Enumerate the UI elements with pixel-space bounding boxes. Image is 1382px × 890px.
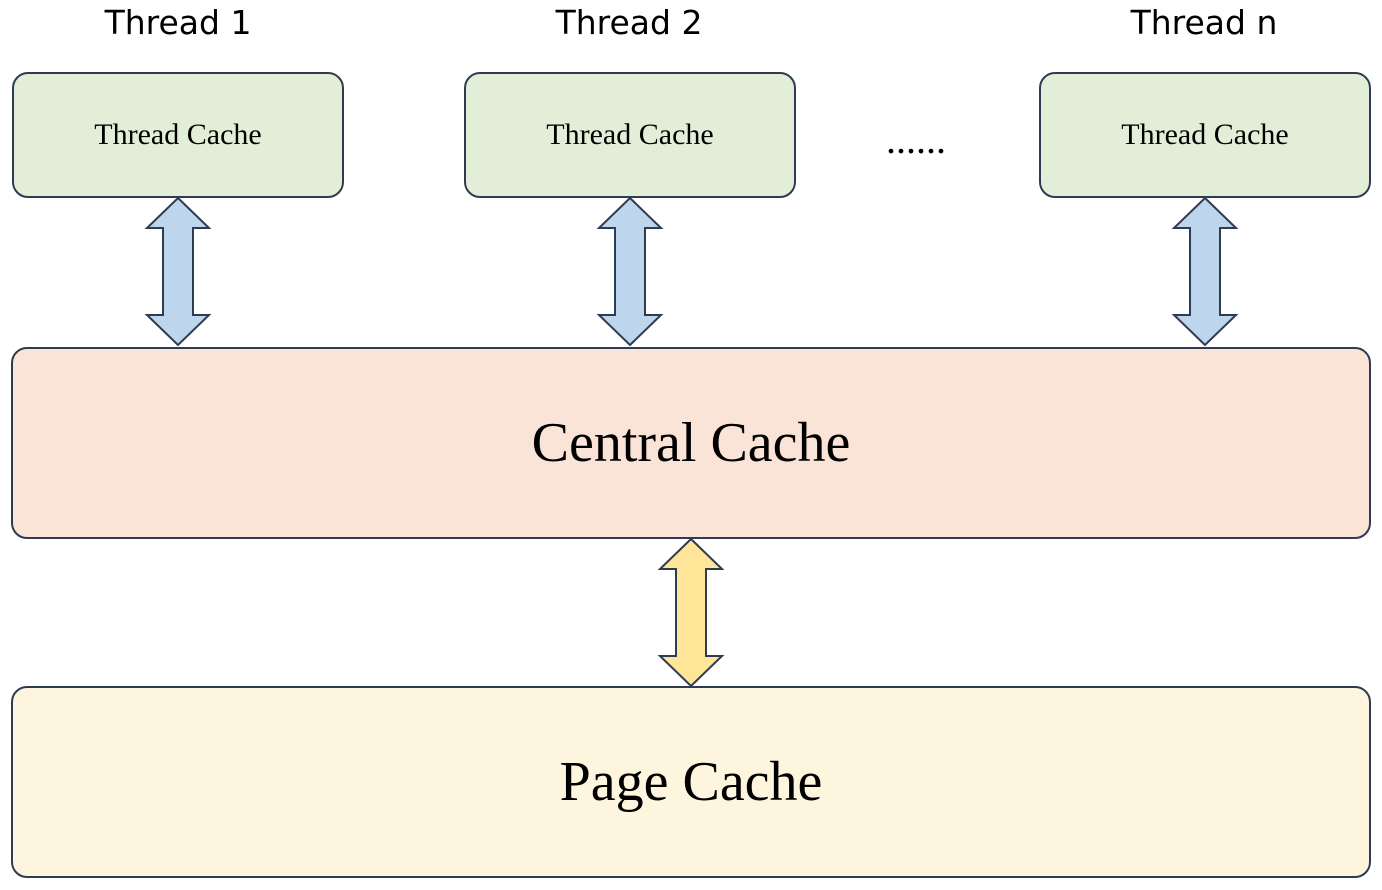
page-cache-box: Page Cache: [11, 686, 1371, 878]
threads-ellipsis: ......: [886, 117, 946, 162]
thread-cache-n-label: Thread Cache: [1121, 118, 1289, 151]
double-vertical-arrow-icon: [144, 196, 212, 347]
double-vertical-arrow-icon: [596, 196, 664, 347]
thread-2-title: Thread 2: [555, 3, 703, 42]
thread-n-title: Thread n: [1130, 3, 1278, 42]
thread-cache-2-label: Thread Cache: [546, 118, 714, 151]
thread-1-title: Thread 1: [104, 3, 252, 42]
page-cache-label: Page Cache: [559, 751, 823, 813]
thread-cache-n: Thread Cache: [1039, 72, 1371, 198]
central-cache-label: Central Cache: [531, 412, 851, 474]
thread-cache-1-label: Thread Cache: [94, 118, 262, 151]
double-vertical-arrow-icon: [1171, 196, 1239, 347]
double-vertical-arrow-icon: [657, 537, 725, 688]
